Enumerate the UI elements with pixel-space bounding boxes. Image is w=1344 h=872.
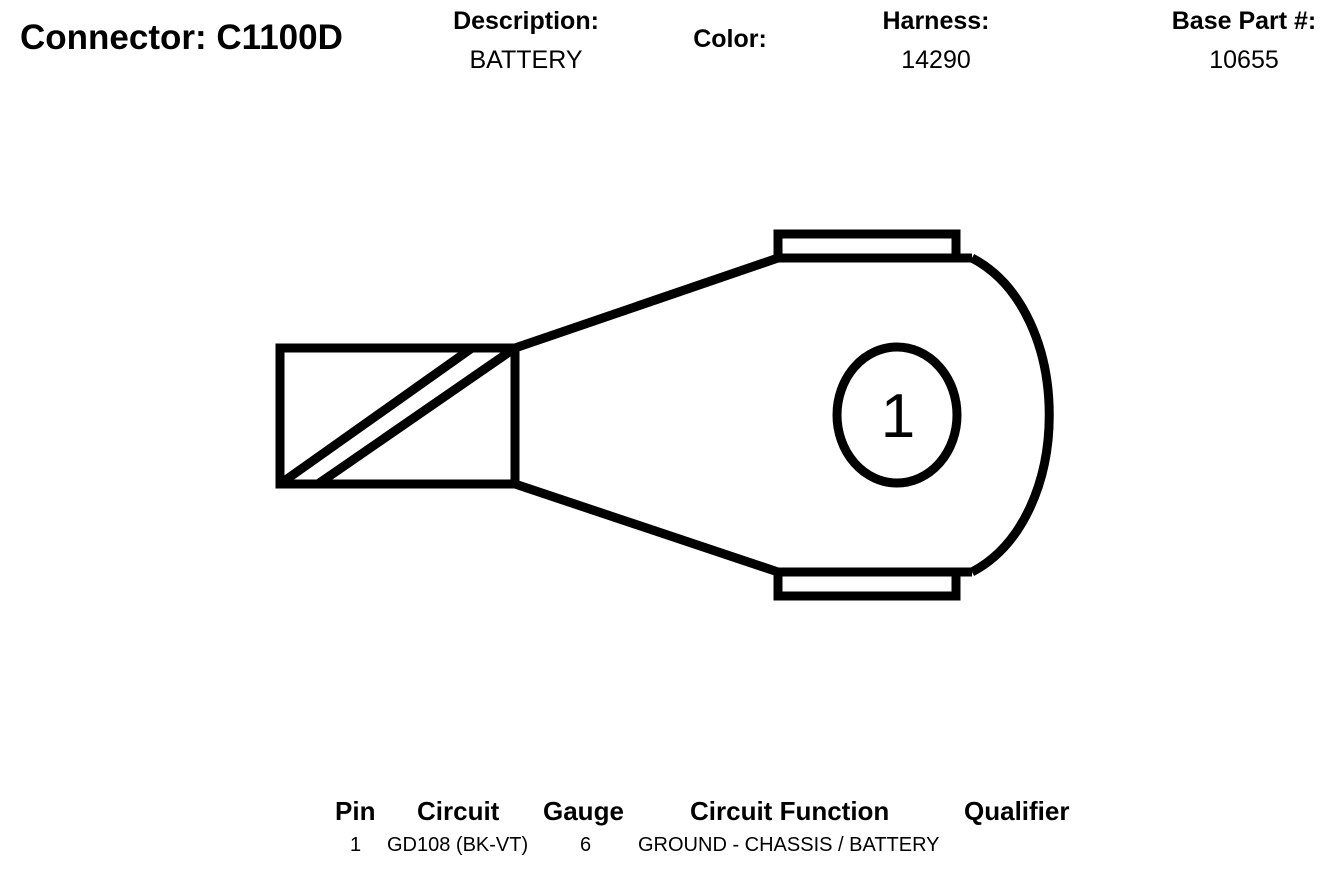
description-value: BATTERY (469, 46, 583, 74)
crimp-barrel (275, 343, 520, 489)
pin-cavity (832, 342, 962, 488)
ring-rounded-end (969, 254, 1054, 576)
harness-value: 14290 (901, 46, 971, 74)
harness-label: Harness: (882, 7, 990, 35)
base-part-value: 10655 (1209, 46, 1279, 74)
color-label: Color: (693, 25, 767, 53)
description-label: Description: (453, 7, 599, 35)
barrel-slot-line-upper (277, 344, 475, 488)
column-header-circuit: Circuit (417, 796, 500, 826)
cell-pin: 1 (350, 834, 362, 856)
column-header-pin: Pin (335, 796, 376, 826)
base-part-label: Base Part #: (1171, 7, 1317, 35)
cell-circuit-function: GROUND - CHASSIS / BATTERY (638, 834, 940, 856)
cell-gauge: 6 (580, 834, 592, 856)
cell-circuit: GD108 (BK-VT) (387, 834, 529, 856)
column-header-qualifier: Qualifier (964, 796, 1070, 826)
column-header-gauge: Gauge (543, 796, 624, 826)
connector-title: Connector: C1100D (20, 18, 343, 57)
neck-upper-edge (513, 253, 780, 353)
bottom-tab (773, 567, 961, 601)
pin-number-label: 1 (881, 382, 915, 451)
column-header-circuit-function: Circuit Function (690, 796, 890, 826)
barrel-slot-line-lower (315, 344, 518, 488)
neck-lower-edge (513, 479, 780, 577)
top-tab (773, 229, 961, 263)
